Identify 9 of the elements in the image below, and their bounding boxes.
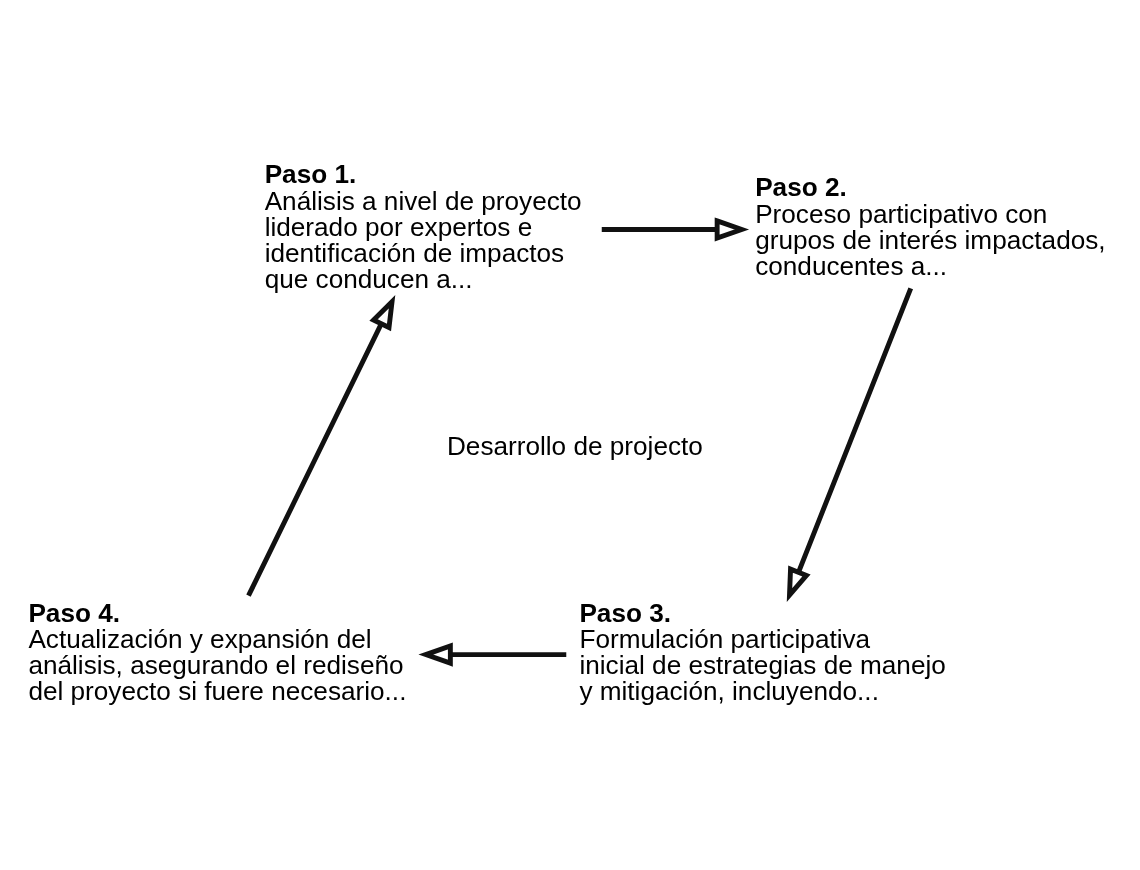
node-text: Paso 4. Actualización y expansión del análisis, asegurando el rediseño del proyecto si fuere necesario... <box>28 597 407 706</box>
arrow <box>601 216 750 242</box>
arrow <box>418 642 567 667</box>
node-text: Desarrollo de projecto <box>446 430 703 461</box>
node-text: Paso 3. Formulación participativa inicial de estrategias de manejo y mitigación, incluyendo... <box>579 597 946 706</box>
node-text: Paso 1. Análisis a nivel de proyecto liderado por expertos e identificación de impactos que conducen a... <box>264 158 582 294</box>
arrow <box>786 287 913 602</box>
arrow <box>246 294 396 597</box>
node-text: Paso 2. Proceso participativo con grupos de interés impactados, conducentes a... <box>755 171 1106 281</box>
